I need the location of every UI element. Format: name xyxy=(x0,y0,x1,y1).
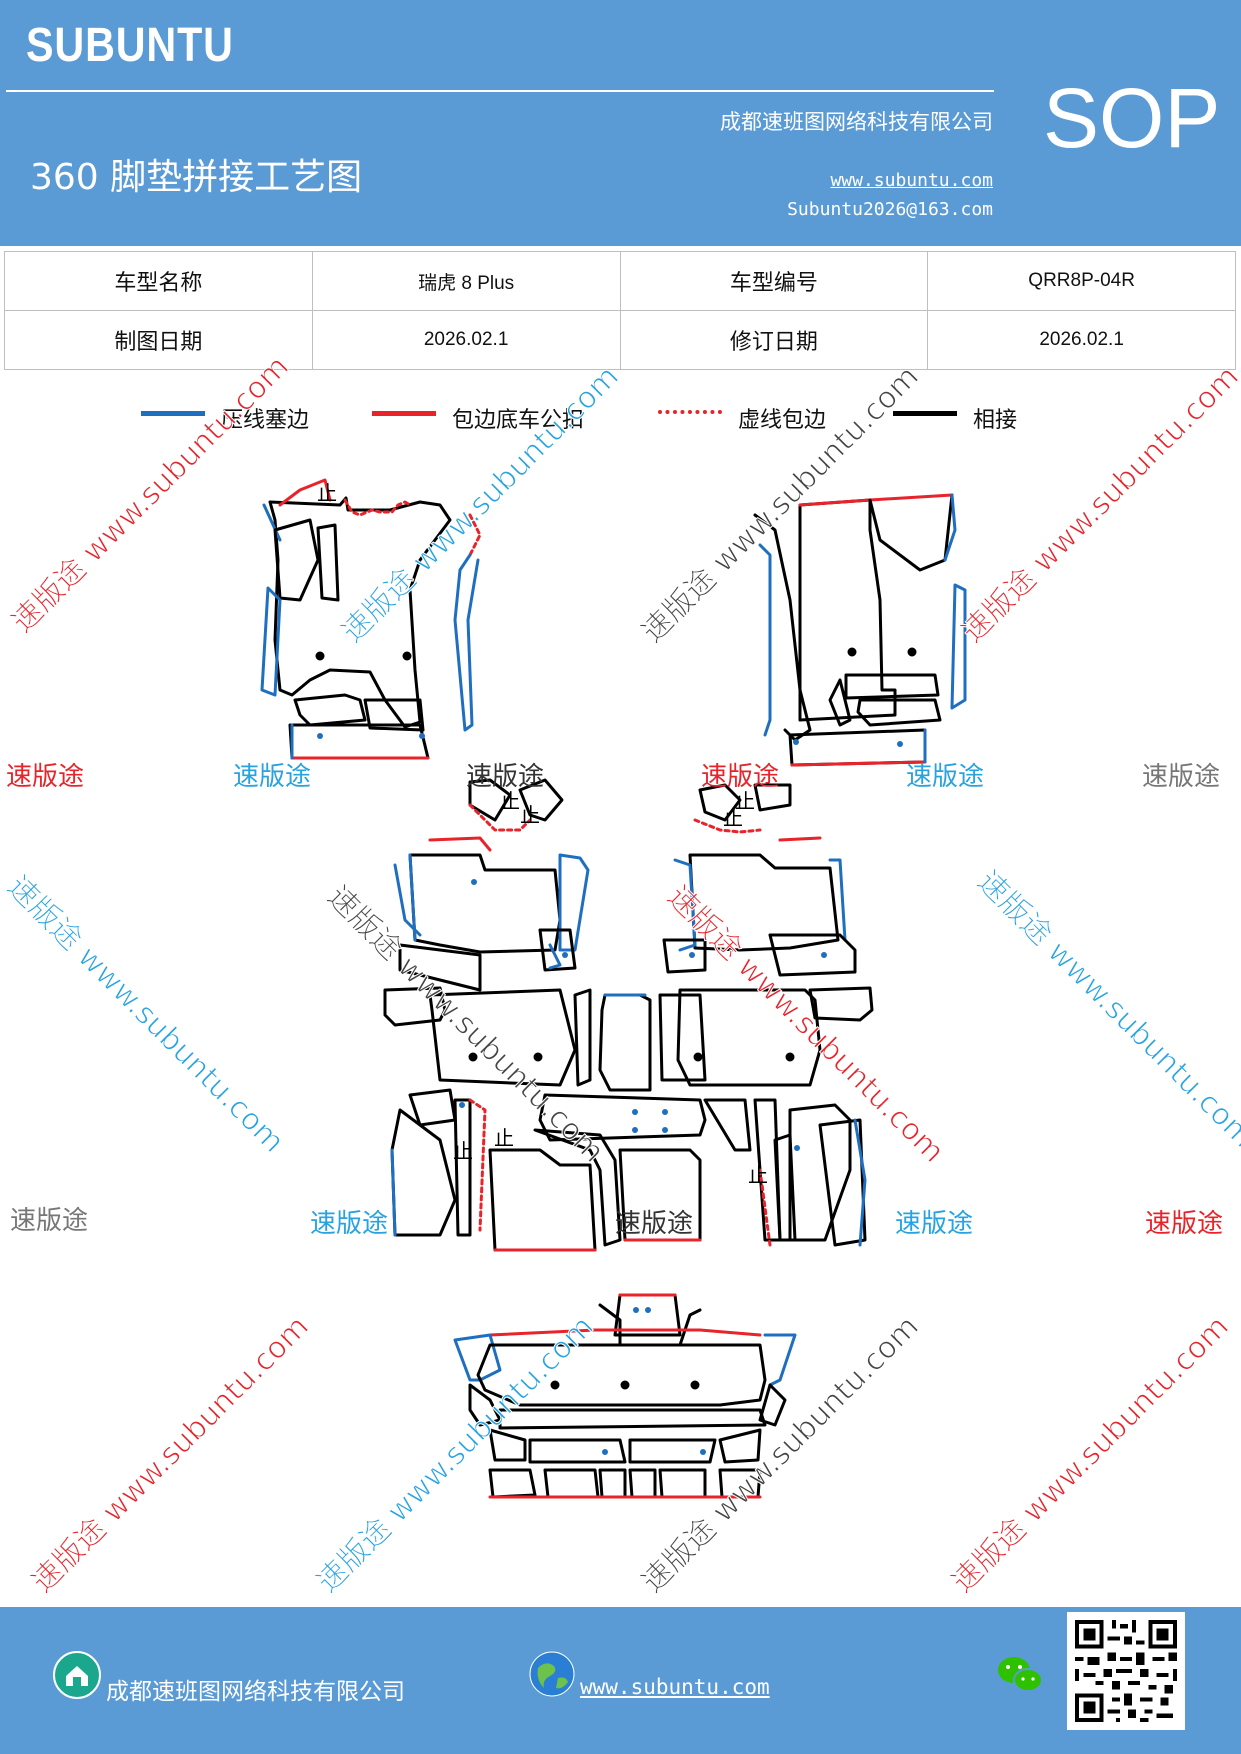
model-code-label: 车型编号 xyxy=(619,251,929,311)
wechat-icon xyxy=(998,1657,1043,1692)
revise-date-value: 2026.02.1 xyxy=(927,310,1236,370)
mat-piece-mid-left xyxy=(383,778,592,1087)
table-row: 车型名称 瑞虎 8 Plus 车型编号 QRR8P-04R xyxy=(4,251,1236,311)
watermark: 速版途 xyxy=(701,762,780,792)
watermark: 速版途 xyxy=(10,1206,89,1236)
watermark: 速版途 xyxy=(466,762,545,792)
stop-mark: 止 xyxy=(723,806,743,830)
stop-mark: 止 xyxy=(735,789,755,813)
stop-mark: 止 xyxy=(520,803,540,827)
watermark: 速版途 xyxy=(906,762,985,792)
draw-date-label: 制图日期 xyxy=(4,310,313,370)
legend-swatch-red-dotted xyxy=(658,410,722,414)
legend-swatch-blue xyxy=(141,411,205,416)
model-code-value: QRR8P-04R xyxy=(927,251,1236,311)
legend-label: 相接 xyxy=(973,408,1018,433)
legend-swatch-red xyxy=(372,411,436,416)
model-name-value: 瑞虎 8 Plus xyxy=(311,251,621,311)
model-name-label: 车型名称 xyxy=(4,251,313,311)
draw-date-value: 2026.02.1 xyxy=(311,310,621,370)
watermark: 速版途 xyxy=(233,762,312,792)
watermark: 速版途 xyxy=(895,1209,974,1239)
mat-piece-trunk xyxy=(453,1293,797,1499)
mat-piece-top-right xyxy=(753,493,967,767)
stop-mark: 止 xyxy=(500,789,520,813)
mat-piece-rear-right xyxy=(703,1098,867,1247)
watermark: 速版途 xyxy=(1142,762,1221,792)
footer-company: 成都速班图网络科技有限公司 xyxy=(106,1679,405,1705)
footer-url-link[interactable]: www.subuntu.com xyxy=(580,1675,770,1699)
legend: 压线塞边 包边底车公扣 虚线包边 相接 xyxy=(0,400,1241,440)
header-bar xyxy=(0,0,1241,246)
stop-mark: 止 xyxy=(748,1163,768,1187)
mat-piece-rear-left xyxy=(390,1088,702,1252)
header-divider xyxy=(6,90,994,92)
mat-piece-mid-right xyxy=(662,783,874,1087)
watermark: 速版途 xyxy=(615,1209,694,1239)
mat-piece-center xyxy=(538,993,707,1142)
watermark: 速版途 xyxy=(310,1209,389,1239)
watermark: 速版途 xyxy=(1145,1209,1224,1239)
sop-label: SOP xyxy=(1043,71,1221,165)
legend-label: 虚线包边 xyxy=(738,408,827,433)
mat-piece-top-left xyxy=(260,478,482,760)
header-url-link[interactable]: www.subuntu.com xyxy=(830,170,993,191)
header-company: 成都速班图网络科技有限公司 xyxy=(720,110,993,134)
table-row: 制图日期 2026.02.1 修订日期 2026.02.1 xyxy=(4,310,1236,370)
stop-mark: 止 xyxy=(317,481,337,505)
info-table: 车型名称 瑞虎 8 Plus 车型编号 QRR8P-04R 制图日期 2026.… xyxy=(4,251,1236,370)
legend-label: 包边底车公扣 xyxy=(452,408,585,433)
home-badge-icon xyxy=(53,1651,101,1699)
legend-swatch-black xyxy=(893,411,957,416)
brand-logo: SUBUNTU xyxy=(26,19,234,72)
page-title: 360 脚垫拼接工艺图 xyxy=(30,157,363,198)
revise-date-label: 修订日期 xyxy=(619,310,929,370)
qr-code-icon xyxy=(1067,1612,1185,1730)
watermark: 速版途 xyxy=(6,762,85,792)
globe-icon xyxy=(529,1651,575,1697)
header-email: Subuntu2026@163.com xyxy=(787,199,993,220)
legend-label: 压线塞边 xyxy=(221,408,310,433)
stop-mark: 止 xyxy=(453,1139,473,1163)
stop-marks: 止 止 止 止 止 止 止 止 xyxy=(317,481,768,1187)
stop-mark: 止 xyxy=(494,1126,514,1150)
